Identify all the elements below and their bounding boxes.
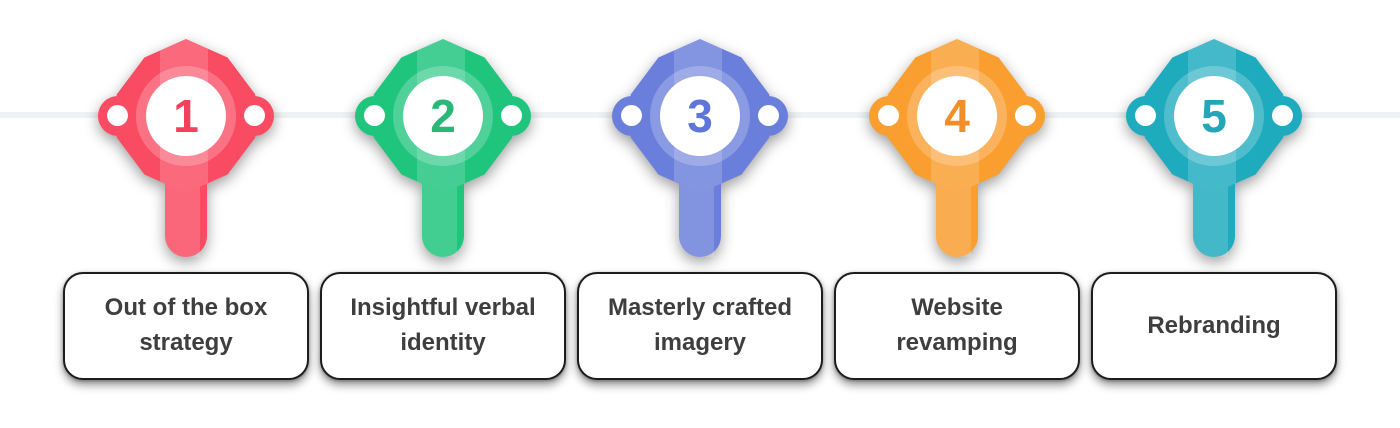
step-label: Website revamping (896, 294, 1018, 356)
step-label-box: Rebranding (1091, 272, 1337, 380)
step-label-box: Insightful verbal identity (320, 272, 566, 380)
marker-hexagon (887, 39, 1027, 193)
step-marker: 1 (98, 39, 274, 257)
step-number: 1 (173, 90, 199, 142)
connector-dot-right (501, 105, 522, 126)
process-step-2: 2 Insightful verbal identity (320, 39, 566, 428)
step-number: 4 (944, 90, 970, 142)
connector-dot-left (1135, 105, 1156, 126)
connector-dot-right (1272, 105, 1293, 126)
step-number: 2 (430, 90, 456, 142)
step-number-circle: 2 (403, 76, 483, 156)
connector-dot-left (364, 105, 385, 126)
connector-dot-right (758, 105, 779, 126)
step-marker: 2 (355, 39, 531, 257)
connector-dot-left (878, 105, 899, 126)
step-number-circle: 3 (660, 76, 740, 156)
connector-dot-left (621, 105, 642, 126)
process-step-3: 3 Masterly crafted imagery (577, 39, 823, 428)
step-label: Out of the box strategy (104, 294, 268, 356)
connector-dot-right (1015, 105, 1036, 126)
process-step-5: 5 Rebranding (1091, 39, 1337, 428)
step-label-box: Masterly crafted imagery (577, 272, 823, 380)
step-label-box: Out of the box strategy (63, 272, 309, 380)
step-number: 5 (1201, 90, 1227, 142)
marker-hexagon (373, 39, 513, 193)
step-marker: 4 (869, 39, 1045, 257)
process-step-4: 4 Website revamping (834, 39, 1080, 428)
step-marker: 3 (612, 39, 788, 257)
step-label: Rebranding (1147, 311, 1281, 339)
step-number-circle: 5 (1174, 76, 1254, 156)
step-marker: 5 (1126, 39, 1302, 257)
step-label: Masterly crafted imagery (607, 294, 793, 356)
step-number-circle: 4 (917, 76, 997, 156)
connector-dot-left (107, 105, 128, 126)
step-label: Insightful verbal identity (350, 294, 536, 356)
step-label-box: Website revamping (834, 272, 1080, 380)
process-step-1: 1 Out of the box strategy (63, 39, 309, 428)
step-number: 3 (687, 90, 713, 142)
step-number-circle: 1 (146, 76, 226, 156)
connector-dot-right (244, 105, 265, 126)
